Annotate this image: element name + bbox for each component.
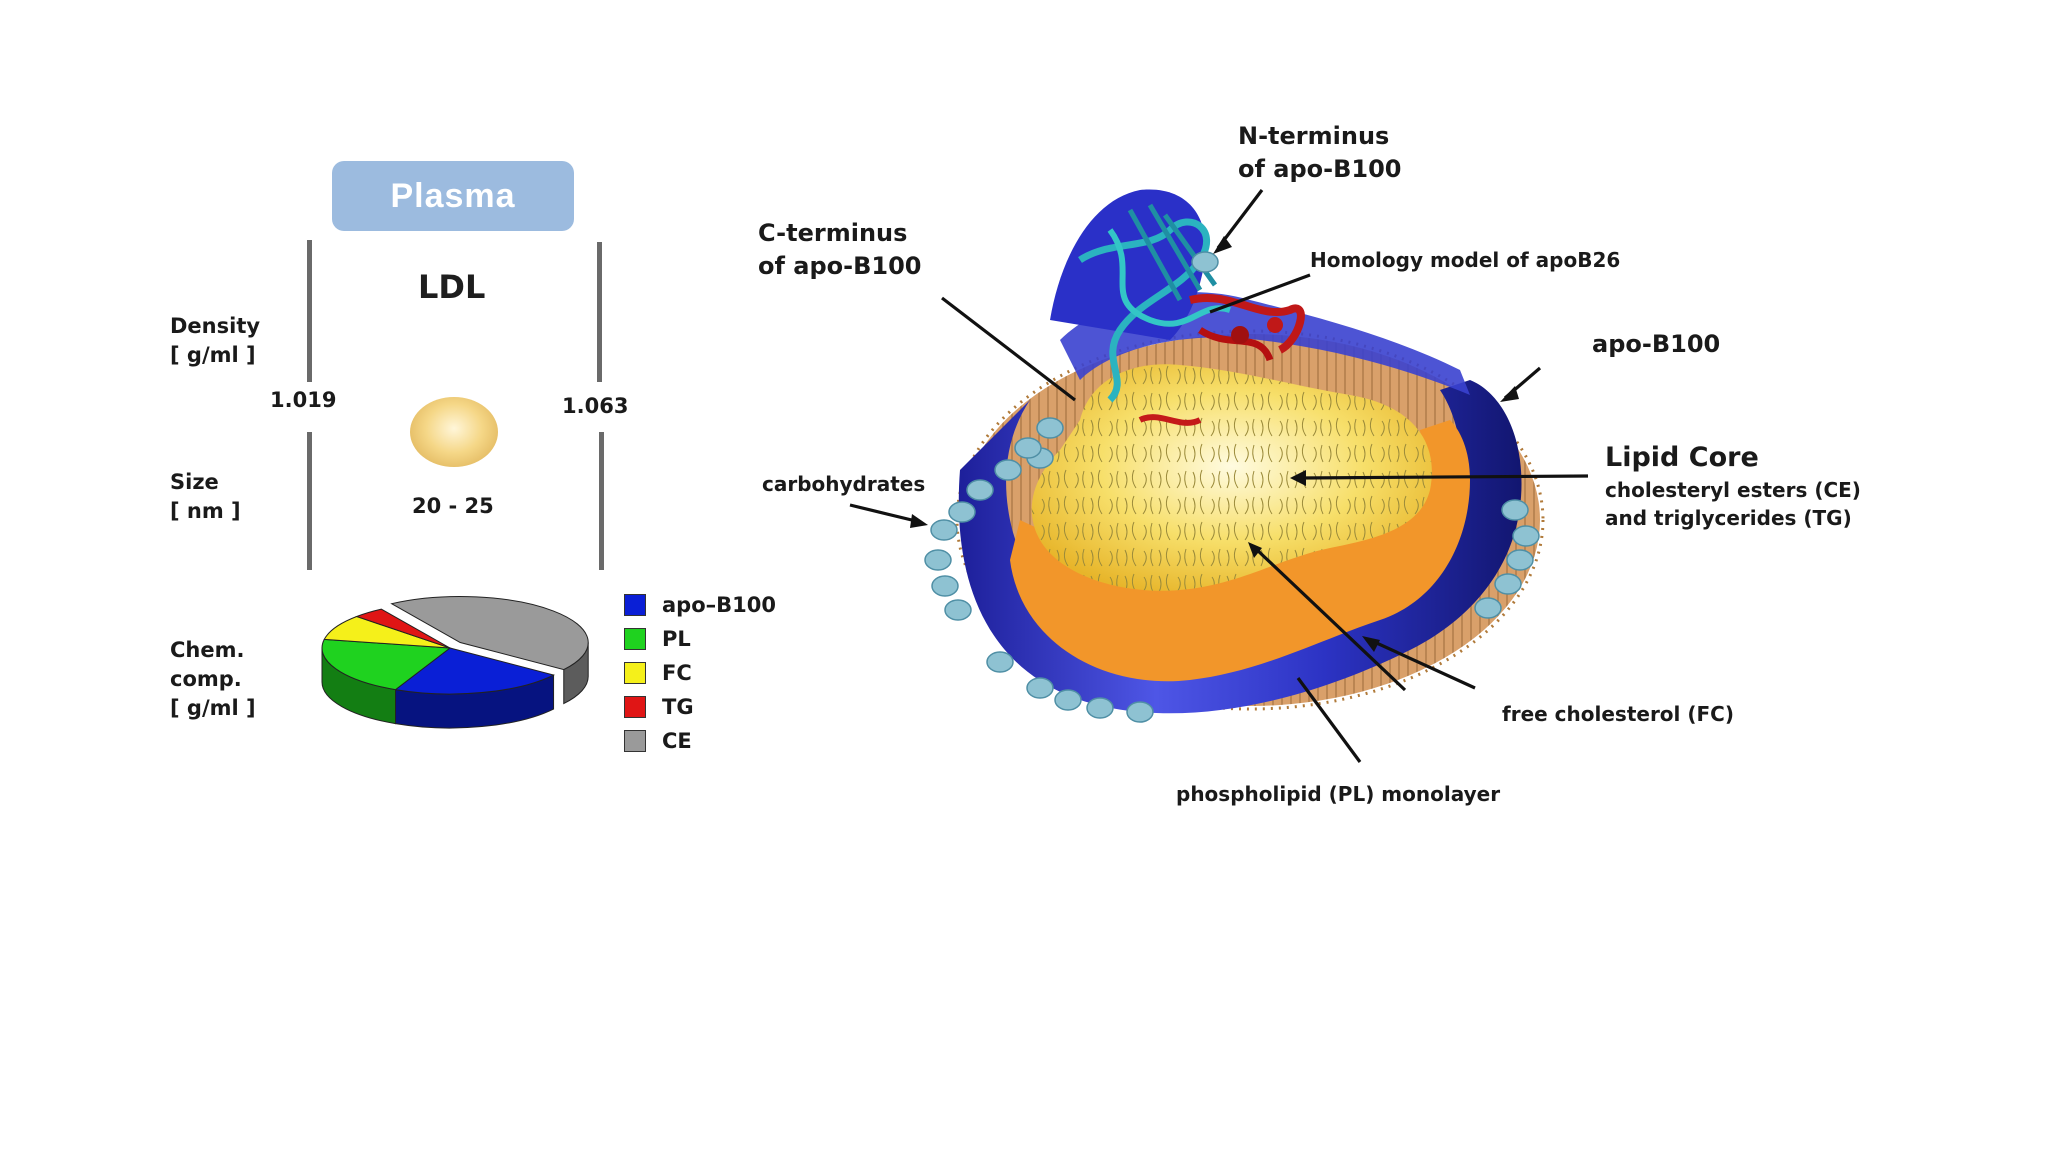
lipid-core-label: Lipid Core cholesteryl esters (CE) and t… (1605, 440, 1861, 532)
phospholipid-label: phospholipid (PL) monolayer (1176, 782, 1501, 806)
n-terminus-label: N-terminus of apo-B100 (1238, 120, 1402, 186)
pie-slice-ce (390, 596, 589, 671)
size-label-line1: Size (170, 470, 219, 494)
c-terminus-line2: of apo-B100 (758, 252, 922, 280)
lipid-core-sub2: and triglycerides (TG) (1605, 506, 1852, 530)
pie-slice-tg (355, 608, 451, 649)
chem-label-line1: Chem. (170, 638, 245, 662)
homology-model-label: Homology model of apoB26 (1310, 248, 1621, 272)
carbohydrate-bead (1512, 525, 1540, 547)
density-label-line1: Density (170, 314, 261, 338)
chem-label-line2: comp. (170, 667, 242, 691)
carbohydrate-bead (924, 549, 952, 571)
chem-label-line3: [ g/ml ] (170, 696, 256, 720)
chem-label: Chem. comp. [ g/ml ] (170, 636, 256, 723)
right-bracket-lower (599, 432, 604, 570)
size-value: 20 - 25 (412, 494, 494, 518)
left-bracket-upper (307, 240, 312, 382)
density-label-line2: [ g/ml ] (170, 343, 256, 367)
legend-label: CE (662, 729, 692, 753)
core-cholesterol-arrowhead (1248, 542, 1262, 558)
carbohydrate-bead (1036, 417, 1064, 439)
carbohydrate-bead (1474, 597, 1502, 619)
legend-label: PL (662, 627, 691, 651)
carbohydrates-pointer (849, 503, 921, 524)
carbohydrate-bead (966, 479, 994, 501)
carbohydrate-bead (931, 575, 959, 597)
apo-b100-arrowhead (1500, 386, 1519, 402)
right-bracket-upper (597, 242, 602, 382)
n-terminus-arrowhead (1213, 236, 1232, 254)
legend-label: apo–B100 (662, 593, 776, 617)
pie-slice-pl (321, 638, 452, 691)
legend-item-tg: TG (624, 690, 776, 724)
legend-item-ce: CE (624, 724, 776, 758)
ldl-label: LDL (418, 268, 486, 306)
legend-label: TG (662, 695, 694, 719)
carbohydrate-bead (1054, 689, 1082, 711)
composition-pie-chart (321, 596, 589, 729)
carbohydrate-bead (930, 519, 958, 541)
carbohydrate-bead (1494, 573, 1522, 595)
density-label: Density [ g/ml ] (170, 312, 260, 370)
carbohydrate-beads (924, 251, 1540, 723)
n-terminus-line2: of apo-B100 (1238, 155, 1402, 183)
size-label-line2: [ nm ] (170, 499, 241, 523)
legend-swatch (624, 730, 646, 752)
legend-label: FC (662, 661, 692, 685)
carbohydrates-arrowhead (910, 514, 928, 528)
orange-inner-layer (1010, 420, 1470, 682)
c-terminus-label: C-terminus of apo-B100 (758, 217, 922, 283)
carbohydrates-label: carbohydrates (762, 472, 926, 496)
density-low-value: 1.019 (270, 388, 337, 412)
apo-b100-label: apo-B100 (1592, 330, 1721, 358)
carbohydrate-bead (948, 501, 976, 523)
legend-swatch (624, 594, 646, 616)
lipid-core-pointer (1299, 474, 1589, 480)
density-high-value: 1.063 (562, 394, 629, 418)
legend-item-pl: PL (624, 622, 776, 656)
carbohydrate-bead (1026, 677, 1054, 699)
callout-lines (849, 189, 1589, 763)
lipid-core-arrowhead (1290, 470, 1306, 486)
c-terminus-pointer (941, 296, 1076, 402)
homology-pointer (1209, 273, 1311, 314)
legend-item-apo-b100: apo–B100 (624, 588, 776, 622)
carbohydrate-bead (986, 651, 1014, 673)
carbohydrate-bead (1014, 437, 1042, 459)
free-cholesterol-pointer (1369, 638, 1476, 690)
arrow-heads (910, 236, 1519, 652)
legend-item-fc: FC (624, 656, 776, 690)
ldl-particle-icon (410, 397, 498, 467)
apo-b100-band (958, 380, 1522, 714)
carbohydrate-bead (1501, 499, 1529, 521)
carbohydrate-bead (1086, 697, 1114, 719)
legend-swatch (624, 662, 646, 684)
carbohydrate-bead (1191, 251, 1219, 273)
legend-swatch (624, 628, 646, 650)
lipid-core-sub1: cholesteryl esters (CE) (1605, 478, 1861, 502)
legend-swatch (624, 696, 646, 718)
lipid-core-title: Lipid Core (1605, 442, 1759, 473)
size-label: Size [ nm ] (170, 468, 241, 526)
lipid-core (1031, 364, 1432, 591)
left-bracket-lower (307, 432, 312, 570)
free-cholesterol-label: free cholesterol (FC) (1502, 702, 1734, 726)
carbohydrate-bead (944, 599, 972, 621)
carbohydrate-bead (1126, 701, 1154, 723)
carbohydrate-bead (1506, 549, 1534, 571)
n-terminus-line1: N-terminus (1238, 122, 1390, 150)
core-cholesterol-pointer (1253, 546, 1407, 692)
apob26-homology-model (1078, 203, 1305, 426)
free-cholesterol-arrowhead (1362, 636, 1380, 652)
carbohydrate-bead (994, 459, 1022, 481)
plasma-box: Plasma (332, 161, 574, 231)
phospholipid-pointer (1296, 677, 1362, 763)
n-terminus-protrusion (1050, 189, 1206, 340)
c-terminus-line1: C-terminus (758, 219, 908, 247)
